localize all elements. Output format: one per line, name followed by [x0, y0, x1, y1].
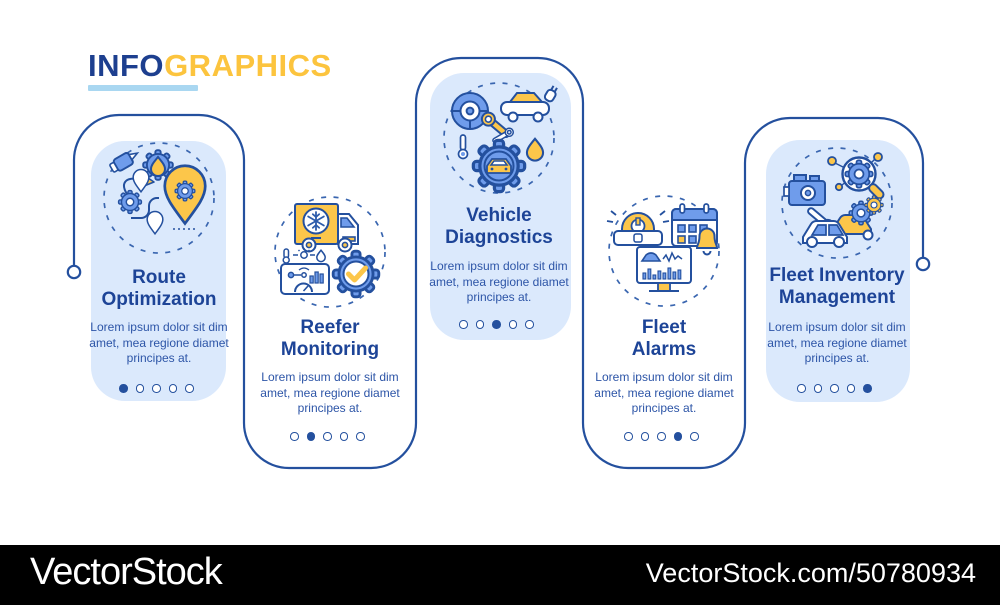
fleet-alarms-icon — [606, 195, 720, 307]
dot — [356, 432, 365, 441]
pagination-dots-route-optimization — [119, 384, 194, 393]
dot — [830, 384, 839, 393]
card-title-vehicle-diagnostics: Vehicle Diagnostics — [445, 205, 553, 248]
route-optimization-icon — [103, 142, 215, 254]
dot — [690, 432, 699, 441]
timeline-line — [72, 56, 925, 470]
dot — [119, 384, 128, 393]
dot — [846, 384, 855, 393]
dot — [797, 384, 806, 393]
dot — [673, 432, 682, 441]
card-title-reefer-monitoring: Reefer Monitoring — [280, 317, 380, 360]
dot — [525, 320, 534, 329]
page-title: INFOGRAPHICS — [88, 48, 332, 84]
timeline-start-dot — [66, 264, 82, 280]
dot — [492, 320, 501, 329]
dot — [306, 432, 315, 441]
card-body-fleet-inventory-management: Lorem ipsum dolor sit dim amet, mea regi… — [767, 320, 907, 365]
pagination-dots-reefer-monitoring — [290, 432, 365, 441]
pagination-dots-fleet-alarms — [624, 432, 699, 441]
dot — [185, 384, 194, 393]
dot — [168, 384, 177, 393]
watermark-bar: VectorStock VectorStock.com/50780934 — [0, 545, 1000, 605]
card-title-fleet-alarms: Fleet Alarms — [631, 317, 697, 360]
card-body-route-optimization: Lorem ipsum dolor sit dim amet, mea regi… — [89, 320, 229, 365]
card-body-reefer-monitoring: Lorem ipsum dolor sit dim amet, mea regi… — [260, 370, 400, 415]
page-title-secondary: GRAPHICS — [164, 48, 332, 83]
card-body-vehicle-diagnostics: Lorem ipsum dolor sit dim amet, mea regi… — [429, 259, 569, 304]
pagination-dots-fleet-inventory-management — [797, 384, 872, 393]
dot — [640, 432, 649, 441]
pagination-dots-vehicle-diagnostics — [459, 320, 534, 329]
title-underline — [88, 85, 198, 91]
card-title-route-optimization: Route Optimization — [101, 267, 217, 310]
watermark-url: VectorStock.com/50780934 — [645, 558, 976, 588]
vehicle-diagnostics-icon — [443, 82, 558, 194]
dot — [813, 384, 822, 393]
card-title-fleet-inventory-management: Fleet Inventory Management — [769, 265, 905, 308]
dot — [339, 432, 348, 441]
card-body-fleet-alarms: Lorem ipsum dolor sit dim amet, mea regi… — [594, 370, 734, 415]
dot — [475, 320, 484, 329]
dot — [863, 384, 872, 393]
timeline-end-dot — [915, 256, 931, 272]
dot — [459, 320, 468, 329]
dot — [135, 384, 144, 393]
reefer-monitoring-icon — [274, 196, 386, 308]
watermark-brand: VectorStock — [30, 551, 223, 593]
dot — [152, 384, 161, 393]
dot — [290, 432, 299, 441]
dot — [323, 432, 332, 441]
dot — [657, 432, 666, 441]
fleet-inventory-management-icon — [781, 147, 893, 259]
page-title-primary: INFO — [88, 48, 165, 83]
dot — [508, 320, 517, 329]
dot — [624, 432, 633, 441]
